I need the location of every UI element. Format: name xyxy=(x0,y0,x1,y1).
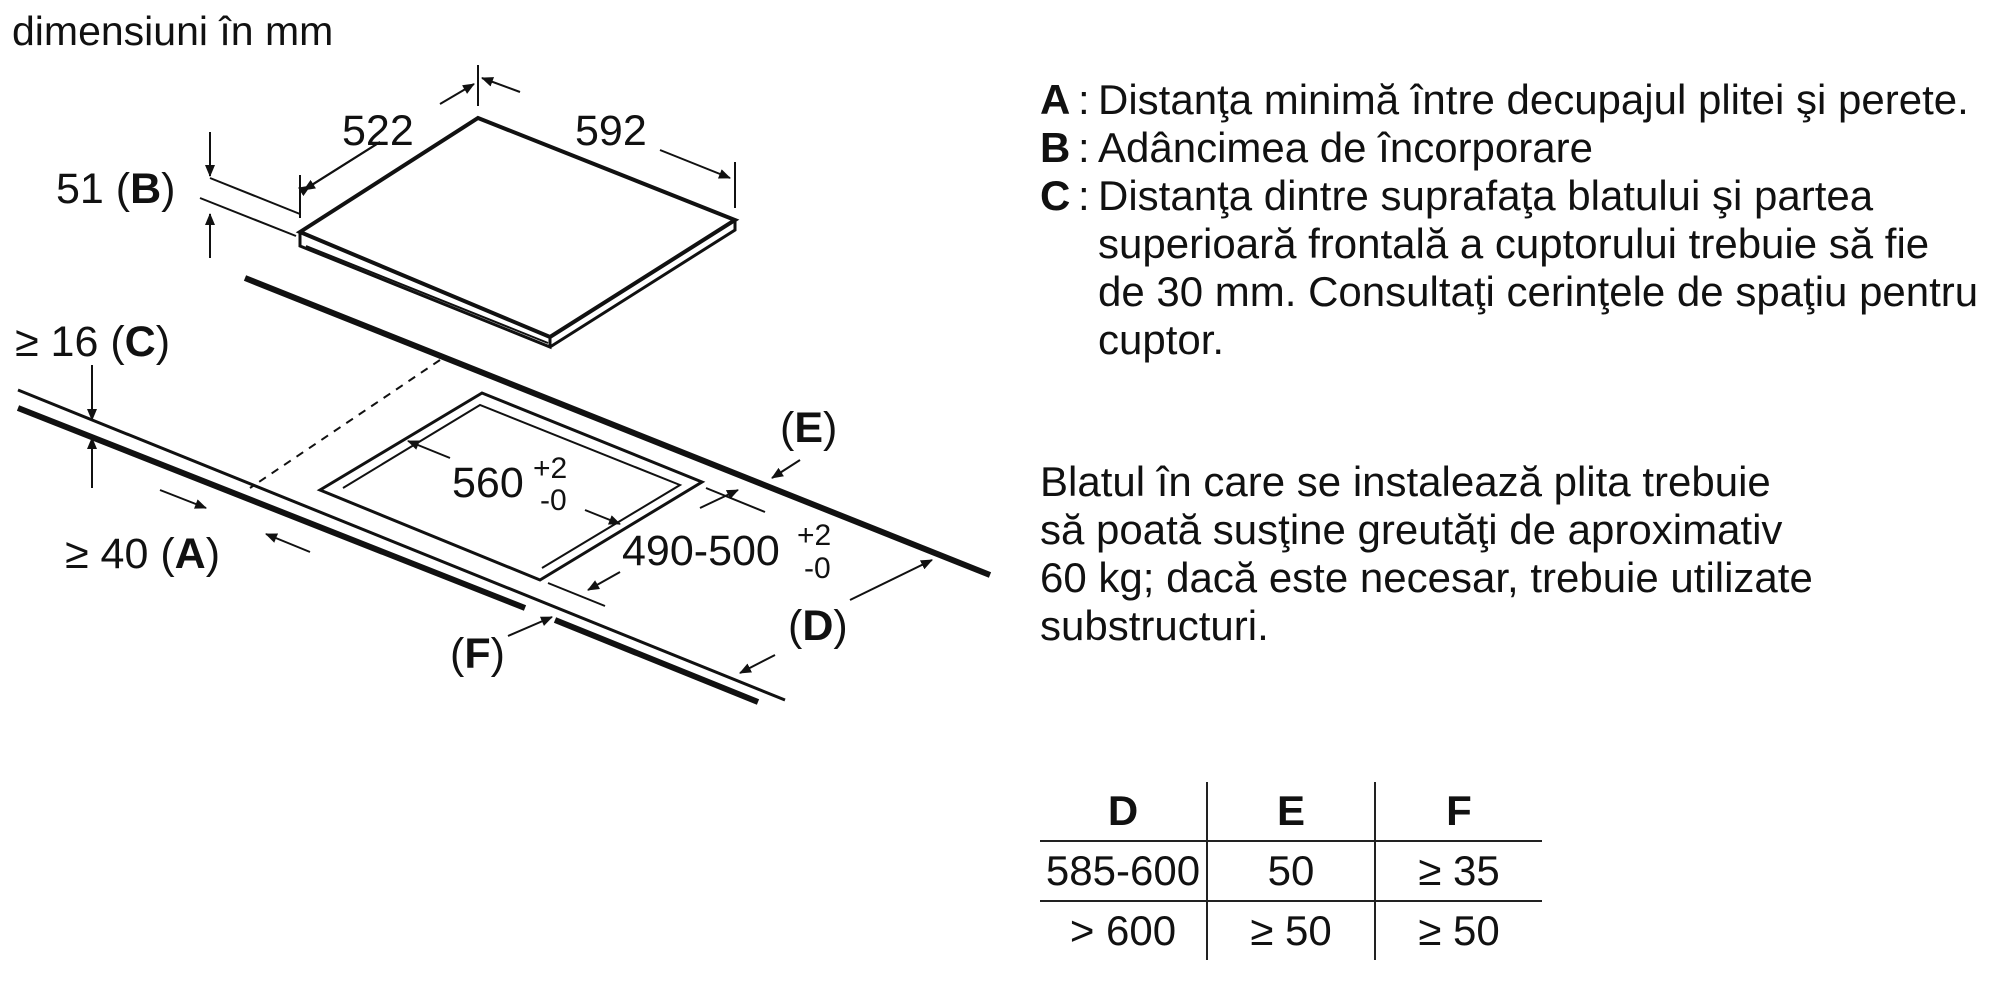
legend-key: A xyxy=(1040,76,1071,123)
table-header-row: D E F xyxy=(1040,782,1542,842)
dimension-522 xyxy=(298,65,479,218)
table-cell: ≥ 35 xyxy=(1375,841,1542,902)
dimension-560 xyxy=(407,440,621,525)
units-caption: dimensiuni în mm xyxy=(12,8,333,54)
dimension-592 xyxy=(481,77,736,208)
countertop-front-edge xyxy=(16,388,786,705)
depth-B-label: 51 (B) xyxy=(56,165,176,213)
legend-text: Adâncimea de încorporare xyxy=(1098,124,1593,171)
legend-key: B xyxy=(1040,124,1071,171)
table-cell: > 600 xyxy=(1069,907,1177,954)
dimension-B xyxy=(199,132,301,258)
legend-colon: : xyxy=(1078,76,1090,123)
cutout-width-tol-minus: -0 xyxy=(540,484,567,517)
gap-C-label: ≥ 16 (C) xyxy=(15,318,170,366)
hob-depth-label: 522 xyxy=(342,107,414,155)
legend-text: Distanţa dintre suprafaţa blatului şi pa… xyxy=(1098,172,1979,363)
legend-key: C xyxy=(1040,172,1071,219)
table-cell: ≥ 50 xyxy=(1206,901,1376,960)
dimension-A xyxy=(159,489,311,553)
cutout-width-label: 560 xyxy=(452,459,524,507)
gap-A-label: ≥ 40 (A) xyxy=(65,530,220,578)
hob-width-label: 592 xyxy=(575,107,647,155)
cutout-depth-tol-minus: -0 xyxy=(804,552,831,585)
countertop-back-edge xyxy=(243,275,992,578)
dimension-D xyxy=(739,559,933,674)
table-header: D xyxy=(1040,782,1207,842)
table-header: E xyxy=(1206,782,1376,842)
legend-colon: : xyxy=(1078,124,1090,171)
table-row: 585-600 50 ≥ 35 xyxy=(1040,841,1542,902)
marker-E-arrow xyxy=(771,459,801,479)
marker-F-arrow xyxy=(507,616,553,637)
table-row: > 600 ≥ 50 ≥ 50 xyxy=(1040,901,1542,960)
hob xyxy=(295,115,740,350)
note-line: Blatul în care se instalează plita trebu… xyxy=(1040,458,1771,505)
cutout-width-tol-plus: +2 xyxy=(533,452,567,485)
cutout-depth-tol-plus: +2 xyxy=(797,519,831,552)
table-cell: 585-600 xyxy=(1040,841,1207,902)
legend-item-a: A : Distanţa minimă între decupajul plit… xyxy=(1040,76,1980,124)
installation-diagram: dimensiuni în mm 522 592 51 (B) xyxy=(12,8,992,705)
table-header: F xyxy=(1375,782,1542,842)
marker-E-label: (E) xyxy=(780,404,837,452)
dimensions-table: D E F 585-600 50 ≥ 35 > 600 ≥ 50 ≥ 50 xyxy=(1040,782,1542,960)
legend-colon: : xyxy=(1078,172,1090,219)
legend-item-c: C : Distanţa dintre suprafaţa blatului ş… xyxy=(1040,172,1980,364)
note-line: substructuri. xyxy=(1040,602,1269,649)
legend-text: Distanţa minimă între decupajul plitei ş… xyxy=(1098,76,1969,123)
alignment-dashed-line xyxy=(249,359,441,489)
table-cell: ≥ 50 xyxy=(1418,907,1500,954)
note-line: 60 kg; dacă este necesar, trebuie utiliz… xyxy=(1040,554,1813,601)
legend-item-b: B : Adâncimea de încorporare xyxy=(1040,124,1980,172)
dimension-490-500 xyxy=(547,487,766,607)
marker-D-label: (D) xyxy=(788,602,848,650)
table-cell: 50 xyxy=(1206,841,1376,902)
load-bearing-note: Blatul în care se instalează plita trebu… xyxy=(1040,458,1980,650)
marker-F-label: (F) xyxy=(450,630,505,678)
cutout-depth-label: 490-500 xyxy=(622,527,780,575)
legend: A : Distanţa minimă între decupajul plit… xyxy=(1040,76,1980,364)
note-line: să poată susţine greutăţi de aproximativ xyxy=(1040,506,1783,553)
